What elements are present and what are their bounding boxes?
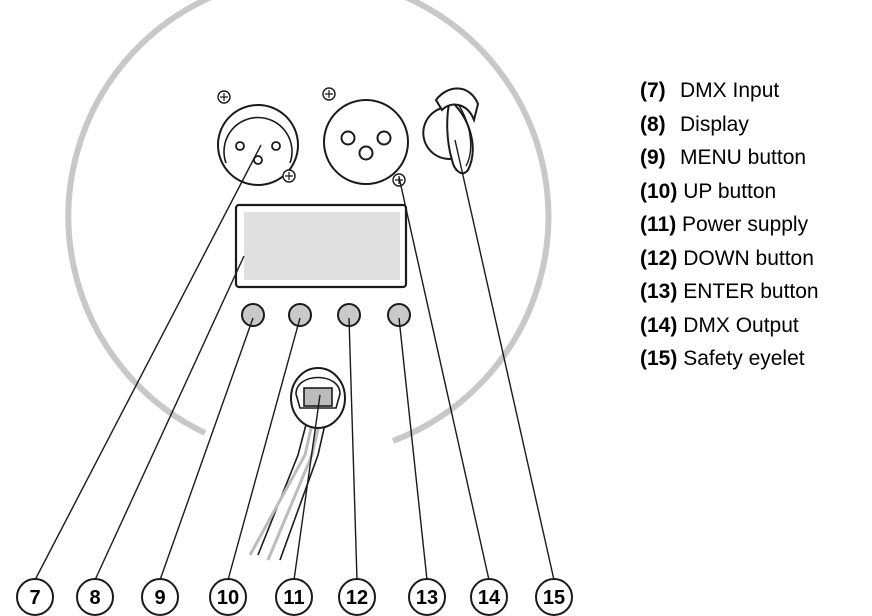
callout-13: 13 xyxy=(408,578,446,616)
legend-number: (11) xyxy=(640,213,677,236)
callout-8: 8 xyxy=(76,578,114,616)
callout-number: 8 xyxy=(89,587,100,609)
leader-line-14 xyxy=(398,176,490,581)
legend-label: DOWN button xyxy=(683,246,814,270)
legend-list: (7) DMX Input (8) Display (9) MENU button (… xyxy=(640,74,819,376)
legend-label: Display xyxy=(680,112,749,136)
callout-15: 15 xyxy=(535,578,573,616)
leader-line-11 xyxy=(293,394,321,581)
callout-number: 11 xyxy=(283,587,304,609)
legend-item-display: (8) Display xyxy=(640,108,819,142)
legend-item-down-button: (12) DOWN button xyxy=(640,242,819,276)
legend-item-power-supply: (11) Power supply xyxy=(640,208,819,242)
legend-number: (15) xyxy=(640,347,678,370)
power-supply-gland xyxy=(290,367,346,429)
callout-number: 15 xyxy=(543,587,565,609)
dmx-output-connector xyxy=(323,99,409,185)
legend-number: (7) xyxy=(640,79,666,102)
legend-number: (12) xyxy=(640,246,678,270)
up-button xyxy=(288,303,312,327)
leader-line-13 xyxy=(398,317,428,581)
callout-number: 7 xyxy=(29,587,40,609)
callout-number: 13 xyxy=(416,587,438,609)
legend-item-enter-button: (13) ENTER button xyxy=(640,275,819,309)
legend-number: (13) xyxy=(640,280,678,303)
legend-number: (10) xyxy=(640,179,678,203)
display-window xyxy=(234,203,408,289)
leader-line-10 xyxy=(227,317,301,581)
dmx-input-connector xyxy=(217,104,299,186)
callout-12: 12 xyxy=(338,578,376,616)
legend-label: DMX Input xyxy=(680,79,780,102)
legend-number: (9) xyxy=(640,146,666,169)
legend-item-dmx-input: (7) DMX Input xyxy=(640,74,819,108)
legend-label: MENU button xyxy=(680,146,807,169)
leader-lines xyxy=(34,139,555,581)
housing-outline xyxy=(65,0,552,444)
leader-line-7 xyxy=(34,144,262,581)
callout-number: 14 xyxy=(478,587,501,609)
legend-item-safety-eyelet: (15) Safety eyelet xyxy=(640,342,819,376)
legend-label: ENTER button xyxy=(683,280,819,303)
legend-label: DMX Output xyxy=(683,313,799,337)
legend-number: (8) xyxy=(640,112,666,136)
cross-screw-icon xyxy=(282,169,296,183)
leader-line-12 xyxy=(348,317,358,581)
leader-line-9 xyxy=(159,317,254,581)
callout-number: 9 xyxy=(154,587,165,609)
legend-label: Safety eyelet xyxy=(683,347,805,370)
cross-screw-icon xyxy=(217,90,231,104)
legend-item-dmx-output: (14) DMX Output xyxy=(640,309,819,343)
callout-number: 12 xyxy=(346,587,368,609)
callout-10: 10 xyxy=(209,578,247,616)
safety-eyelet xyxy=(422,87,480,175)
callout-number: 10 xyxy=(217,587,239,609)
enter-button xyxy=(387,303,411,327)
legend-label: UP button xyxy=(683,179,777,203)
callout-11: 11 xyxy=(275,578,313,616)
callout-7: 7 xyxy=(16,578,54,616)
legend-item-menu-button: (9) MENU button xyxy=(640,141,819,175)
cross-screw-icon xyxy=(322,87,336,101)
callout-14: 14 xyxy=(470,578,508,616)
legend-label: Power supply xyxy=(682,213,809,236)
leader-line-8 xyxy=(94,255,245,581)
menu-button xyxy=(241,303,265,327)
callout-9: 9 xyxy=(141,578,179,616)
leader-line-15 xyxy=(454,139,555,581)
legend-item-up-button: (10) UP button xyxy=(640,175,819,209)
legend-number: (14) xyxy=(640,313,678,337)
